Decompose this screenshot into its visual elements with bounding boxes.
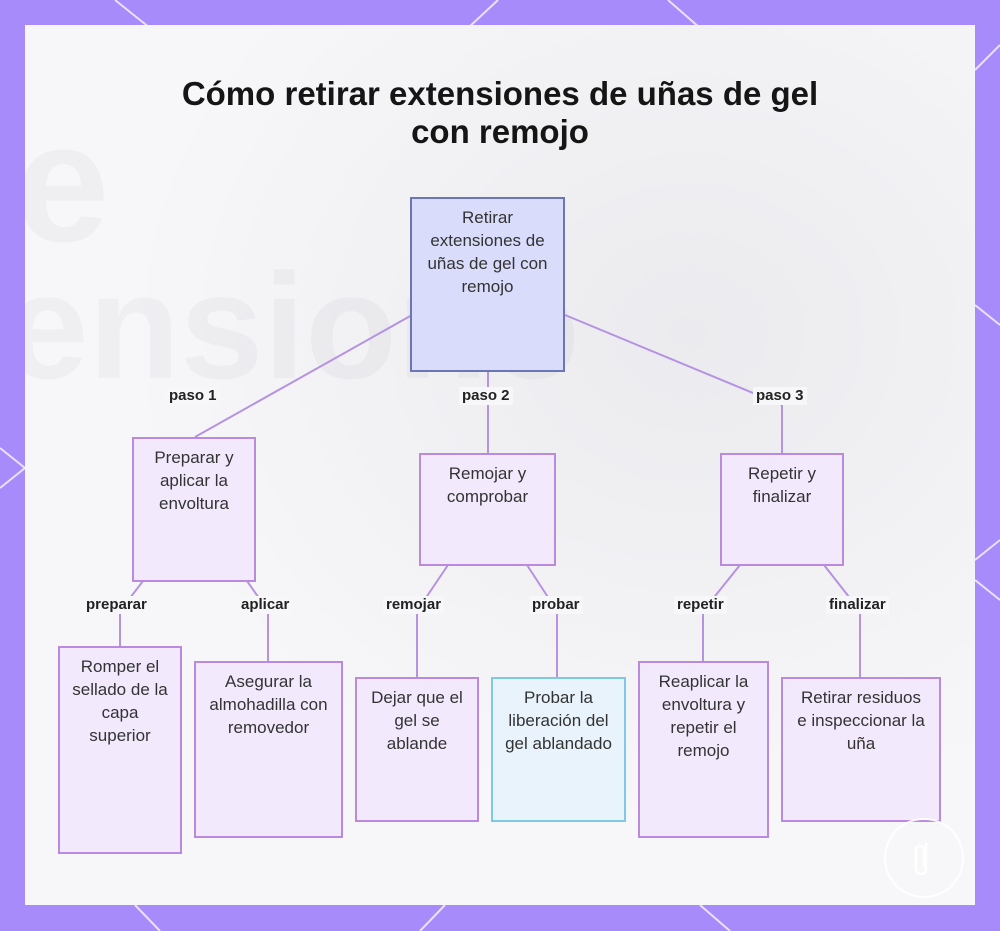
background-watermark-1: e: [25, 88, 110, 278]
edge-root-step1: [194, 314, 413, 438]
edge-label-probar: probar: [529, 596, 583, 614]
edge-label-preparar: preparar: [83, 596, 150, 614]
edge-label-paso1: paso 1: [166, 387, 220, 405]
node-remove-residue: Retirar residuos e inspeccionar la uña: [781, 677, 941, 822]
edge-step3-residue: [823, 564, 861, 677]
edge-label-paso3: paso 3: [753, 387, 807, 405]
node-reapply: Reaplicar la envoltura y repetir el remo…: [638, 661, 769, 838]
paperclip-icon: [914, 842, 928, 876]
edge-label-finalizar: finalizar: [826, 596, 889, 614]
node-let-soften: Dejar que el gel se ablande: [355, 677, 479, 822]
node-root: Retirar extensiones de uñas de gel con r…: [410, 197, 565, 372]
edge-label-paso2: paso 2: [459, 387, 513, 405]
edge-label-remojar: remojar: [383, 596, 445, 614]
node-step1: Preparar y aplicar la envoltura: [132, 437, 256, 582]
node-step2: Remojar y comprobar: [419, 453, 556, 566]
edge-label-aplicar: aplicar: [238, 596, 293, 614]
edge-label-repetir: repetir: [674, 596, 727, 614]
edge-root-step3: [564, 314, 783, 453]
node-break-seal: Romper el sellado de la capa superior: [58, 646, 182, 854]
node-test-release: Probar la liberación del gel ablandado: [491, 677, 626, 822]
edge-step2-test: [526, 564, 558, 677]
watermark-logo: [884, 818, 964, 898]
edge-step1-secure: [246, 580, 269, 661]
page-title: Cómo retirar extensiones de uñas de gel …: [181, 75, 819, 150]
edge-step2-soften: [416, 564, 449, 677]
node-secure-pad: Asegurar la almohadilla con removedor: [194, 661, 343, 838]
node-step3: Repetir y finalizar: [720, 453, 844, 566]
